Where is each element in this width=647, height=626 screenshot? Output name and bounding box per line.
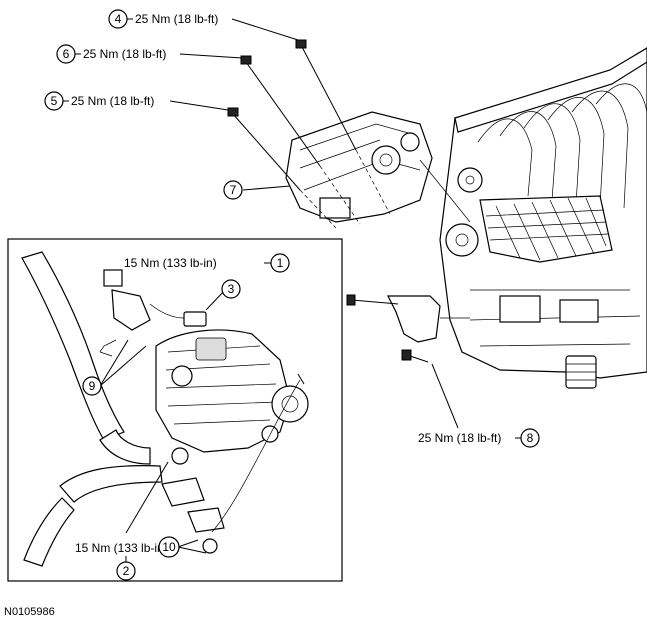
callout-6: 6 25 Nm (18 lb-ft)	[56, 44, 166, 64]
callout-3-circle	[221, 279, 241, 299]
figure-id: N0105986	[4, 606, 55, 618]
callout-6-number: 6	[63, 47, 70, 61]
bracket-bolts	[346, 294, 459, 429]
callout-7-number: 7	[230, 183, 237, 197]
callout-2-circle	[116, 561, 136, 581]
callout-4-torque: 25 Nm (18 lb-ft)	[135, 12, 218, 26]
callout-1-circle	[270, 253, 290, 273]
callout-7-circle	[223, 180, 243, 200]
callout-5-torque: 25 Nm (18 lb-ft)	[71, 94, 154, 108]
callout-5-number: 5	[51, 94, 58, 108]
callout-9-number: 9	[89, 379, 96, 393]
callout-7: 7	[223, 180, 243, 200]
callout-10-number: 10	[162, 540, 176, 554]
inset-detail	[7, 238, 343, 582]
callout-6-torque: 25 Nm (18 lb-ft)	[83, 47, 166, 61]
callout-2-number: 2	[123, 564, 130, 578]
callout-8: 25 Nm (18 lb-ft) 8	[418, 428, 540, 448]
callout-10-circle	[158, 536, 180, 558]
callout-5: 5 25 Nm (18 lb-ft)	[44, 91, 154, 111]
callout-2-torque: 15 Nm (133 lb-in)	[75, 541, 168, 555]
callout-4: 4 25 Nm (18 lb-ft)	[108, 9, 218, 29]
callout-4-number: 4	[115, 12, 122, 26]
callout-8-torque: 25 Nm (18 lb-ft)	[418, 431, 501, 445]
callout-leaders	[99, 18, 299, 554]
callout-3-number: 3	[228, 282, 235, 296]
callout-1-torque: 15 Nm (133 lb-in)	[124, 256, 217, 270]
callout-1-number: 1	[277, 256, 284, 270]
callout-8-number: 8	[527, 431, 534, 445]
callout-1: 15 Nm (133 lb-in) 1	[124, 253, 290, 273]
callout-2: 15 Nm (133 lb-in) 2	[75, 541, 168, 581]
callout-3: 3	[221, 279, 241, 299]
callout-8-circle	[520, 428, 540, 448]
engine-illustration	[387, 47, 647, 389]
callout-9: 9	[82, 376, 102, 396]
callout-9-circle	[82, 376, 102, 396]
callout-10: 10	[158, 536, 180, 558]
compressor-top	[227, 39, 471, 229]
